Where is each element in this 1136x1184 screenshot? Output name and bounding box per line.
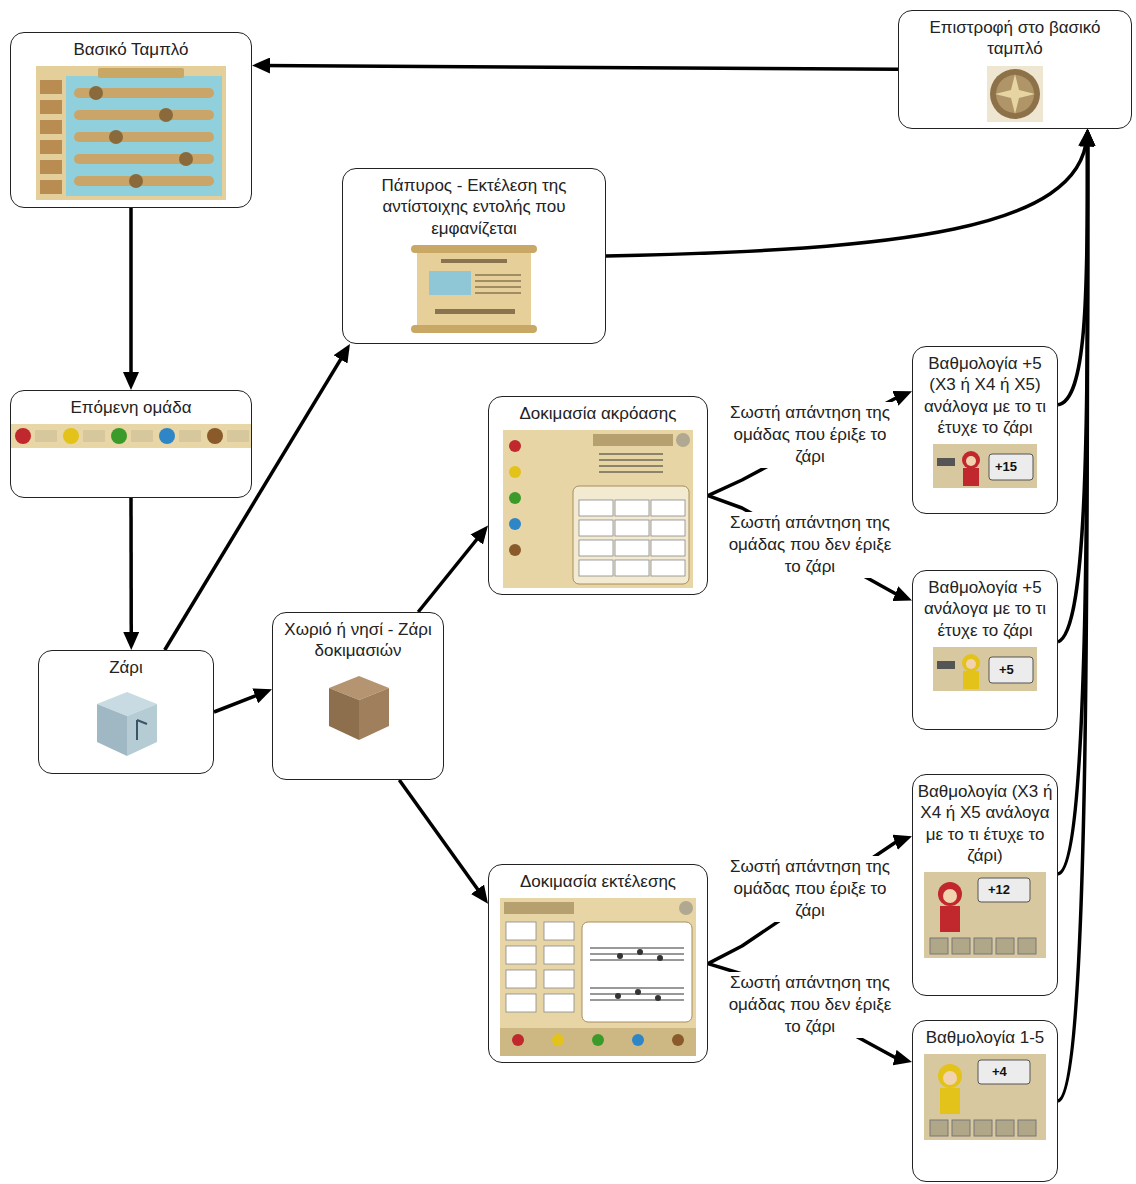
box-text: Βαθμολογία +5 (Χ3 ή Χ4 ή Χ5) ανάλογα με … — [917, 353, 1053, 438]
score-number: +15 — [995, 460, 1017, 474]
papyrus-picture — [411, 245, 537, 333]
score-picture — [933, 444, 1037, 488]
picture-frame: +15 — [933, 444, 1037, 488]
picture-frame — [500, 898, 696, 1056]
picture-frame: +12 — [924, 872, 1046, 958]
box-text: Βαθμολογία 1-5 — [926, 1027, 1045, 1048]
edge-label: Σωστή απάντηση της ομάδας που έριξε το ζ… — [728, 402, 892, 468]
score-number: +4 — [992, 1065, 1007, 1079]
picture-frame — [87, 684, 165, 760]
box-text: Πάπυρος - Εκτέλεση της αντίστοιχης εντολ… — [347, 175, 601, 239]
box-text: Βασικό Ταμπλό — [73, 39, 188, 60]
process-box: Πάπυρος - Εκτέλεση της αντίστοιχης εντολ… — [342, 168, 606, 344]
process-box: Βαθμολογία +5 (Χ3 ή Χ4 ή Χ5) ανάλογα με … — [912, 346, 1058, 514]
flow-arrow — [214, 692, 265, 712]
box-text: Βαθμολογία (Χ3 ή Χ4 ή Χ5 ανάλογα με το τ… — [917, 781, 1053, 866]
process-box: Επόμενη ομάδα — [10, 390, 252, 498]
die-picture — [87, 684, 165, 760]
board-picture — [36, 66, 226, 200]
edge-label: Σωστή απάντηση της ομάδας που έριξε το ζ… — [728, 856, 892, 922]
edge-label: Σωστή απάντηση της ομάδας που δεν έριξε … — [728, 512, 892, 578]
flow-arrow — [260, 65, 898, 69]
picture-frame — [11, 424, 251, 448]
picture-frame — [987, 66, 1043, 122]
compass-picture — [987, 66, 1043, 122]
picture-frame: +4 — [924, 1054, 1046, 1140]
edge-label: Σωστή απάντηση της ομάδας που δεν έριξε … — [728, 972, 892, 1038]
score-picture — [933, 647, 1037, 691]
flow-arrow — [708, 496, 905, 598]
teams-picture — [11, 424, 251, 448]
process-box: Βαθμολογία (Χ3 ή Χ4 ή Χ5 ανάλογα με το τ… — [912, 774, 1058, 996]
picture-frame — [411, 245, 537, 333]
process-box: Χωριό ή νησί - Ζάρι δοκιμασιών — [272, 612, 444, 780]
box-text: Χωριό ή νησί - Ζάρι δοκιμασιών — [277, 619, 439, 662]
box-text: Δοκιμασία εκτέλεσης — [520, 871, 676, 892]
flow-arrow — [708, 964, 904, 1061]
flow-arrow — [1058, 136, 1088, 404]
process-box: Βαθμολογία +5 ανάλογα με το τι έτυχε το … — [912, 570, 1058, 730]
picture-frame — [319, 668, 397, 744]
flow-arrow — [606, 136, 1087, 256]
box-text: Επόμενη ομάδα — [71, 397, 192, 418]
process-box: Βασικό Ταμπλό — [10, 32, 252, 208]
box-text: Ζάρι — [109, 657, 143, 678]
score-picture — [924, 1054, 1046, 1140]
process-box: Ζάρι — [38, 650, 214, 774]
score-picture — [924, 872, 1046, 958]
flow-arrow — [1058, 137, 1088, 1102]
process-box: Επιστροφή στο βασικό ταμπλό — [898, 10, 1132, 129]
score-number: +12 — [988, 883, 1010, 897]
picture-frame — [36, 66, 226, 200]
flow-arrow — [708, 394, 905, 495]
box-text: Επιστροφή στο βασικό ταμπλό — [903, 17, 1127, 60]
performance-test-picture — [500, 898, 696, 1056]
flow-arrow — [708, 839, 904, 964]
score-number: +5 — [999, 663, 1014, 677]
flow-arrow — [1058, 136, 1088, 642]
box-text: Δοκιμασία ακρόασης — [520, 403, 677, 424]
process-box: Βαθμολογία 1-5 +4 — [912, 1020, 1058, 1182]
process-box: Δοκιμασία ακρόασης — [488, 396, 708, 595]
flow-arrow — [129, 208, 133, 382]
listening-test-picture — [503, 430, 693, 588]
flow-arrow — [399, 780, 483, 897]
flow-arrow — [129, 498, 133, 642]
picture-frame — [503, 430, 693, 588]
process-box: Δοκιμασία εκτέλεσης — [488, 864, 708, 1063]
flow-arrow — [418, 532, 483, 612]
box-text: Βαθμολογία +5 ανάλογα με το τι έτυχε το … — [917, 577, 1053, 641]
test-die-picture — [319, 668, 397, 744]
picture-frame: +5 — [933, 647, 1037, 691]
